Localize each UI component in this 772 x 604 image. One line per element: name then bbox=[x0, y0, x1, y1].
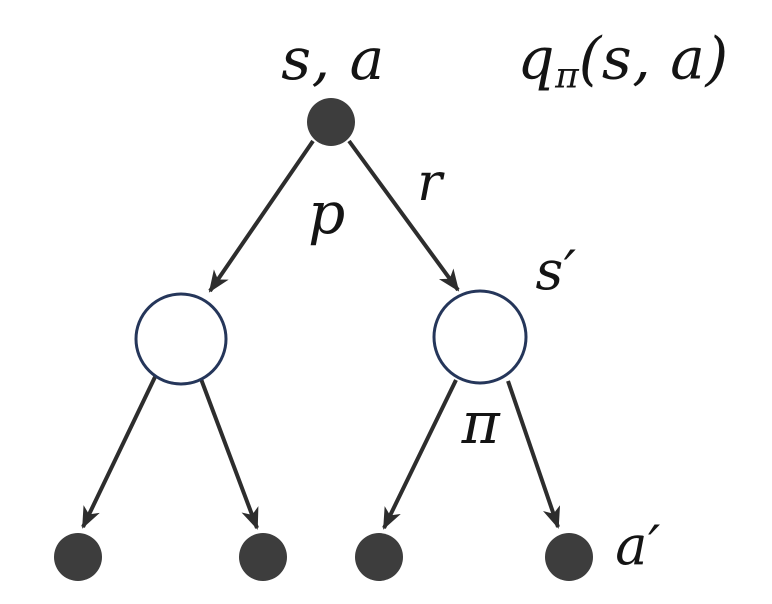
leaf-action-node-1 bbox=[54, 533, 102, 581]
leaf-action-node-3 bbox=[355, 533, 403, 581]
label-value-function-subscript: π bbox=[555, 55, 579, 97]
label-value-function-args: (s, a) bbox=[578, 24, 729, 93]
nodes bbox=[54, 98, 593, 581]
label-next-state: s′ bbox=[535, 239, 577, 302]
label-next-action: a′ bbox=[615, 514, 661, 577]
leaf-action-node-2 bbox=[239, 533, 287, 581]
label-value-function-base: q bbox=[517, 24, 556, 93]
label-policy: π bbox=[461, 389, 501, 457]
edge-right-state-to-action-1 bbox=[382, 379, 458, 530]
edges bbox=[81, 139, 561, 530]
label-probability: p bbox=[308, 179, 346, 247]
label-root-state-action: s, a bbox=[281, 25, 385, 93]
edge-right-state-to-action-2 bbox=[506, 380, 561, 529]
edge-left-state-to-action-2 bbox=[199, 378, 259, 530]
root-action-node bbox=[307, 98, 355, 146]
label-value-function: qπ(s, a) bbox=[517, 30, 728, 95]
edge-root-to-left-state bbox=[208, 139, 315, 293]
edge-root-to-right-state bbox=[347, 139, 460, 292]
right-state-node bbox=[432, 289, 528, 385]
edge-left-state-to-action-1 bbox=[81, 376, 157, 529]
label-reward: r bbox=[417, 153, 443, 213]
left-state-node bbox=[134, 292, 228, 386]
leaf-action-node-4 bbox=[545, 533, 593, 581]
